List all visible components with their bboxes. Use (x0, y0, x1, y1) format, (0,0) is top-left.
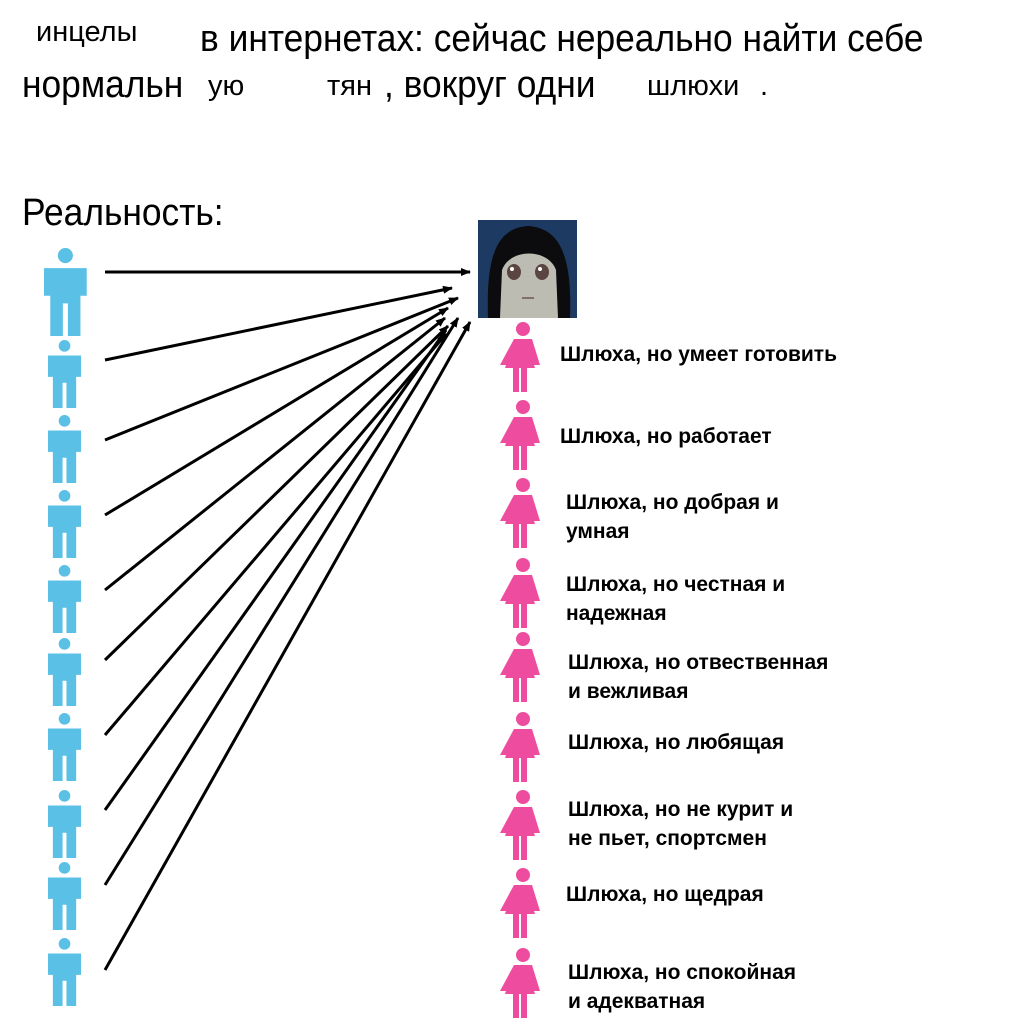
arrow (103, 324, 450, 662)
woman-label: Шлюха, но умеет готовить (560, 340, 837, 369)
arrow (103, 329, 448, 811)
reality-label: Реальность: (22, 192, 224, 234)
woman-label-line: Шлюха, но работает (560, 425, 772, 448)
woman-label: Шлюха, но работает (560, 422, 772, 451)
arrow (104, 285, 453, 362)
woman-label-line: и вежливая (568, 680, 689, 703)
female-person-icon (500, 478, 540, 548)
male-person-icon (44, 248, 87, 336)
woman-label: Шлюха, но щедрая (566, 880, 764, 909)
male-person-icon (48, 415, 82, 483)
woman-label: Шлюха, но спокойная и адекватная (568, 958, 796, 1016)
woman-label-line: Шлюха, но добрая и (566, 491, 779, 514)
woman-label-line: Шлюха, но щедрая (566, 883, 764, 906)
woman-label-line: Шлюха, но отвественная (568, 651, 829, 674)
woman-label-line: умная (566, 520, 630, 543)
word-whores: шлюхи (647, 70, 740, 102)
woman-label-line: Шлюха, но умеет готовить (560, 343, 837, 366)
woman-label-line: Шлюха, но любящая (568, 731, 785, 754)
arrow (104, 296, 459, 442)
header-line2-mid: , вокруг одни (384, 64, 596, 106)
arrow (103, 333, 448, 736)
header-line1: в интернетах: сейчас нереально найти себ… (200, 18, 924, 60)
female-person-icon (500, 868, 540, 938)
female-person-icon (500, 712, 540, 782)
arrow (104, 306, 449, 517)
female-person-icon (500, 322, 540, 392)
anime-girl-portrait (478, 220, 577, 318)
woman-label: Шлюха, но добрая и умная (566, 488, 779, 546)
woman-label: Шлюха, но честная и надежная (566, 570, 785, 628)
male-person-icon (48, 790, 82, 858)
arrow (103, 321, 472, 971)
woman-label: Шлюха, но отвественная и вежливая (568, 648, 828, 706)
male-person-icon (48, 490, 82, 558)
woman-label-line: не пьет, спортсмен (568, 827, 767, 850)
female-person-icon (500, 400, 540, 470)
male-person-icon (48, 565, 82, 633)
female-person-icon (500, 632, 540, 702)
word-normal: нормальн (22, 64, 184, 106)
woman-label-line: Шлюха, но не курит и (568, 798, 794, 821)
female-person-icon (500, 790, 540, 860)
male-person-icon (48, 938, 82, 1006)
woman-label: Шлюха, но любящая (568, 728, 784, 757)
male-person-icon (48, 638, 82, 706)
word-tyan: тян (327, 70, 373, 102)
arrow (104, 316, 446, 592)
woman-label-line: надежная (566, 602, 667, 625)
period: . (760, 70, 769, 102)
woman-label-line: Шлюха, но честная и (566, 573, 786, 596)
female-person-icon (500, 948, 540, 1018)
male-person-icon (48, 862, 82, 930)
woman-label-line: и адекватная (568, 990, 706, 1013)
suffix-uyu: ую (208, 70, 245, 102)
woman-label: Шлюха, но не курит и не пьет, спортсмен (568, 795, 793, 853)
arrow (103, 317, 460, 886)
male-person-icon (48, 713, 82, 781)
word-incels: инцелы (36, 16, 138, 48)
female-person-icon (500, 558, 540, 628)
woman-label-line: Шлюха, но спокойная (568, 961, 797, 984)
male-person-icon (48, 340, 82, 408)
